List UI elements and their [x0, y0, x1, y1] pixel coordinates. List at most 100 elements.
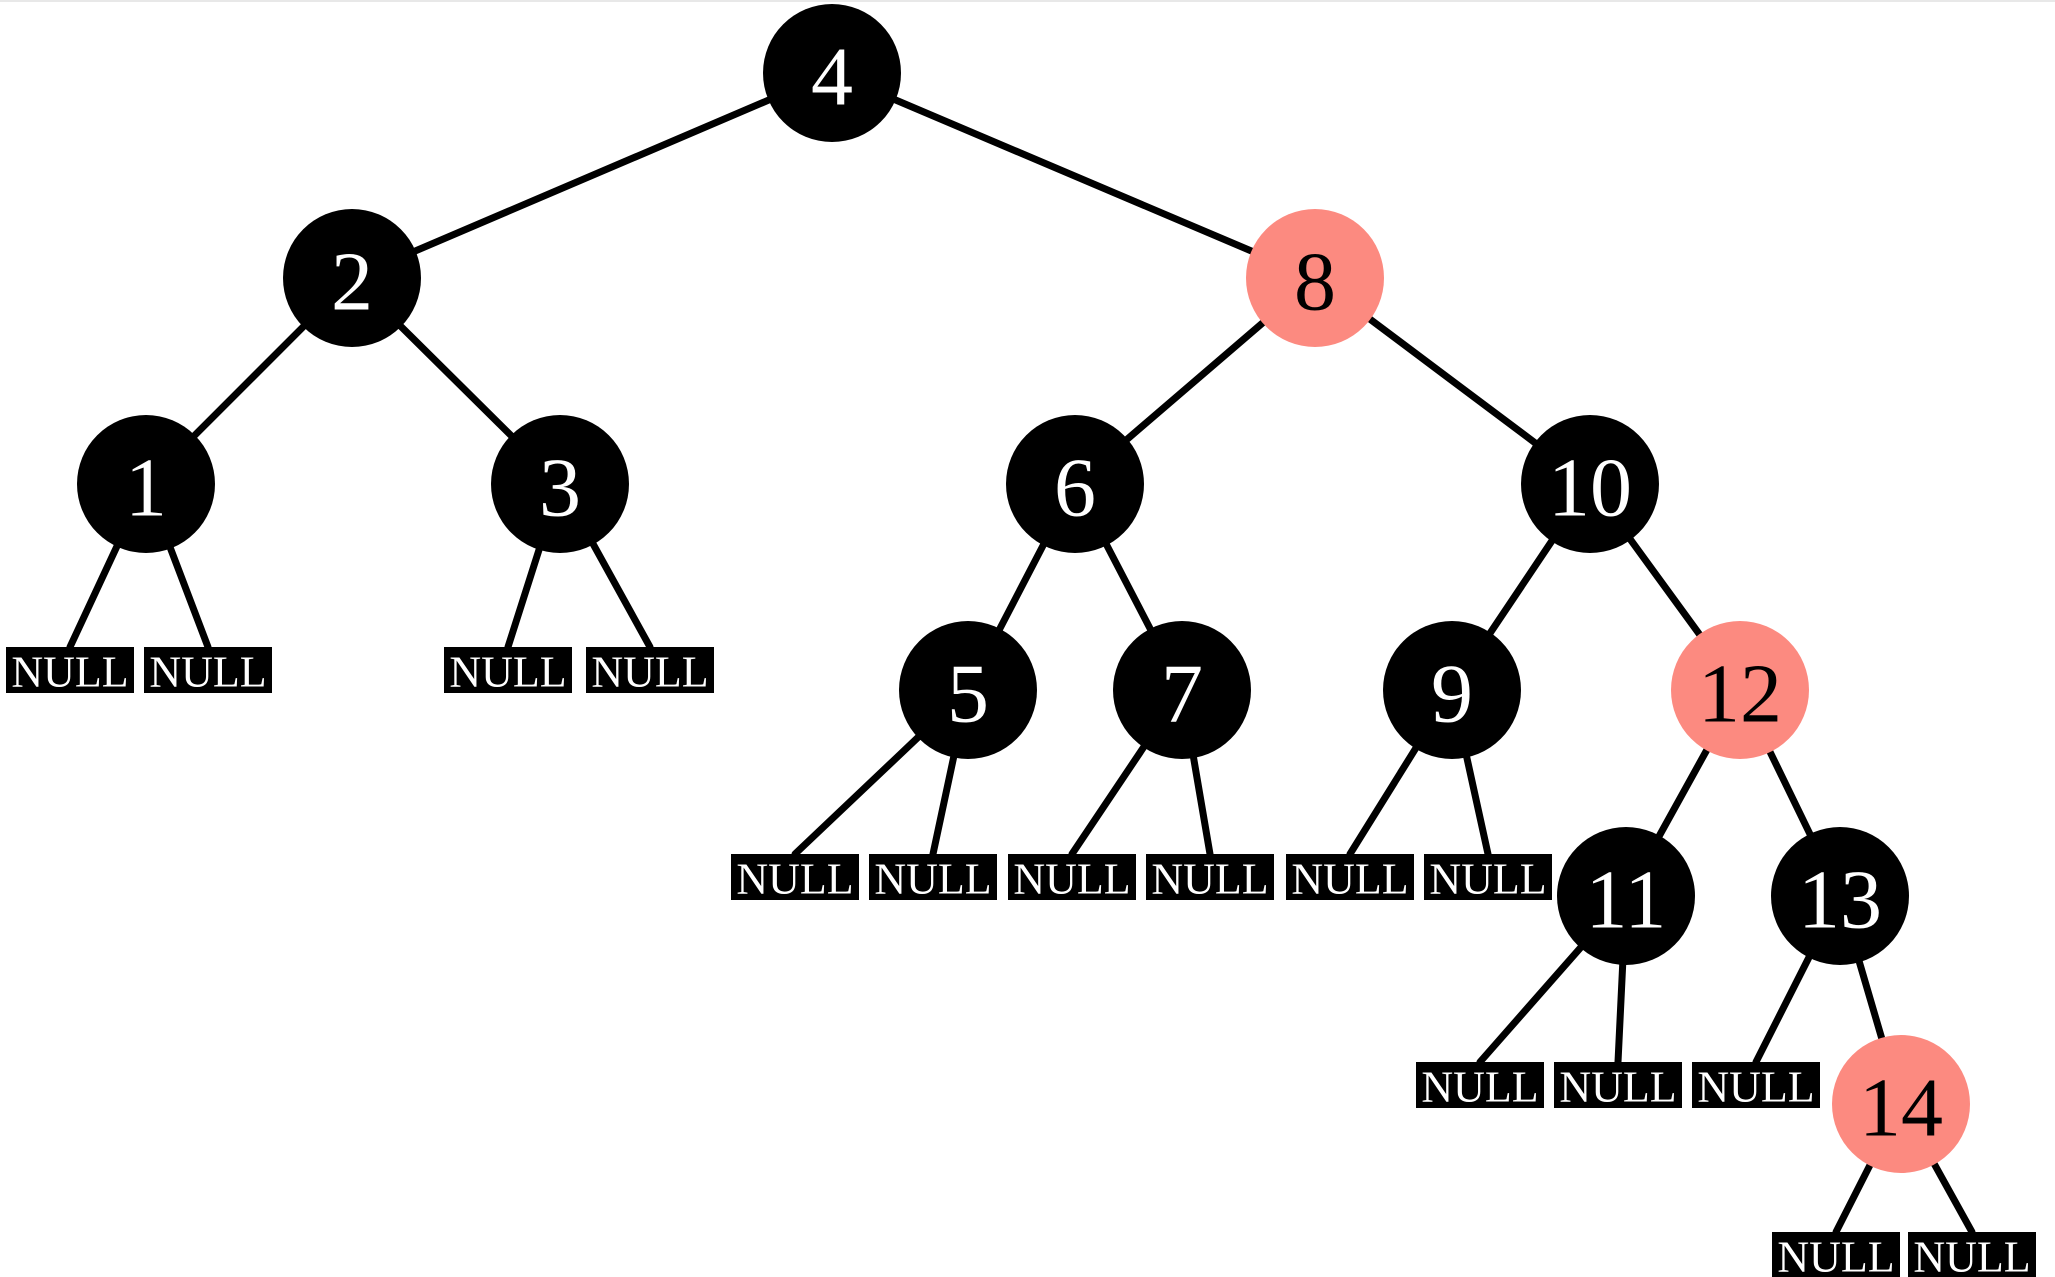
null-label: NULL: [1777, 1233, 1894, 1277]
null-label: NULL: [1291, 855, 1408, 904]
node-label: 1: [125, 442, 167, 535]
tree-node-5[interactable]: 5: [899, 621, 1037, 759]
node-circle-black: [1557, 827, 1695, 965]
null-leaf: NULL: [1286, 854, 1414, 904]
null-label: NULL: [1429, 855, 1546, 904]
node-circle-black: [1383, 621, 1521, 759]
tree-node-1[interactable]: 1: [77, 415, 215, 553]
null-label: NULL: [1151, 855, 1268, 904]
edge-12-to-13: [1764, 744, 1816, 842]
null-leaf: NULL: [444, 647, 572, 697]
edge-10-to-12: [1624, 533, 1706, 641]
edge-14-to-null-left: [1832, 1158, 1876, 1236]
null-label: NULL: [11, 648, 128, 697]
edge-1-to-null-left: [66, 539, 123, 651]
tree-node-9[interactable]: 9: [1383, 621, 1521, 759]
null-box: [1008, 854, 1136, 900]
edge-13-to-null-left: [1752, 950, 1815, 1066]
null-label: NULL: [1913, 1233, 2030, 1277]
null-leaf: NULL: [586, 647, 714, 697]
null-label: NULL: [591, 648, 708, 697]
null-box: [1424, 854, 1552, 900]
null-label: NULL: [874, 855, 991, 904]
node-circle-red: [1671, 621, 1809, 759]
node-circle-black: [77, 415, 215, 553]
edge-5-to-null-left: [791, 731, 925, 858]
edge-8-to-10: [1363, 313, 1542, 449]
edge-3-to-null-right: [587, 537, 654, 651]
null-leaf: NULL: [1424, 854, 1552, 904]
node-circle-red: [1246, 209, 1384, 347]
node-circle-black: [1521, 415, 1659, 553]
tree-node-2[interactable]: 2: [283, 209, 421, 347]
edge-4-to-2: [408, 95, 776, 256]
edge-5-to-null-right: [929, 750, 958, 858]
tree-node-7[interactable]: 7: [1113, 621, 1251, 759]
node-circle-black: [899, 621, 1037, 759]
null-box: [869, 854, 997, 900]
edge-9-to-null-right: [1462, 749, 1492, 858]
null-leaf: NULL: [6, 647, 134, 697]
edge-4-to-8: [888, 94, 1259, 257]
tree-node-10[interactable]: 10: [1521, 415, 1659, 553]
node-label: 4: [811, 31, 853, 124]
tree-node-3[interactable]: 3: [491, 415, 629, 553]
node-label: 2: [331, 236, 373, 329]
null-leaf: NULL: [731, 854, 859, 904]
edge-9-to-null-left: [1346, 741, 1422, 858]
edge-2-to-1: [188, 320, 310, 442]
tree-node-4[interactable]: 4: [763, 4, 901, 142]
node-circle-black: [763, 4, 901, 142]
tree-node-13[interactable]: 13: [1771, 827, 1909, 965]
edge-11-to-null-left: [1476, 941, 1587, 1066]
null-label: NULL: [1421, 1063, 1538, 1112]
null-box: [1416, 1062, 1544, 1108]
null-label: NULL: [449, 648, 566, 697]
node-circle-black: [1113, 621, 1251, 759]
node-circle-black: [491, 415, 629, 553]
edge-10-to-9: [1484, 534, 1558, 640]
null-leaf: NULL: [1908, 1232, 2036, 1277]
null-box: [1286, 854, 1414, 900]
tree-node-14[interactable]: 14: [1832, 1035, 1970, 1173]
edge-6-to-5: [994, 538, 1049, 636]
tree-node-12[interactable]: 12: [1671, 621, 1809, 759]
node-label: 6: [1054, 442, 1096, 535]
node-circle-black: [1771, 827, 1909, 965]
edge-12-to-11: [1653, 743, 1713, 843]
edge-11-to-null-right: [1614, 957, 1627, 1066]
null-label: NULL: [736, 855, 853, 904]
null-box: [1692, 1062, 1820, 1108]
edge-1-to-null-right: [165, 541, 212, 651]
edge-8-to-6: [1120, 316, 1270, 446]
edge-7-to-null-left: [1068, 740, 1150, 858]
null-box: [144, 647, 272, 693]
null-leaf: NULL: [869, 854, 997, 904]
null-leaf: NULL: [1554, 1062, 1682, 1112]
tree-node-8[interactable]: 8: [1246, 209, 1384, 347]
null-leaf: NULL: [144, 647, 272, 697]
node-label: 11: [1586, 854, 1667, 947]
null-label: NULL: [1013, 855, 1130, 904]
null-box: [586, 647, 714, 693]
node-circle-black: [1006, 415, 1144, 553]
edge-3-to-null-left: [504, 542, 544, 651]
tree-node-6[interactable]: 6: [1006, 415, 1144, 553]
null-box: [731, 854, 859, 900]
node-label: 10: [1548, 442, 1632, 535]
node-label: 8: [1294, 236, 1336, 329]
node-circle-black: [283, 209, 421, 347]
edge-6-to-7: [1101, 538, 1156, 636]
tree-node-11[interactable]: 11: [1557, 827, 1695, 965]
edges-layer: [66, 94, 1976, 1236]
edge-2-to-3: [394, 320, 518, 442]
null-leaf: NULL: [1692, 1062, 1820, 1112]
null-box: [1146, 854, 1274, 900]
null-box: [1554, 1062, 1682, 1108]
null-leaf: NULL: [1772, 1232, 1900, 1277]
null-box: [1908, 1232, 2036, 1277]
null-leaf: NULL: [1146, 854, 1274, 904]
